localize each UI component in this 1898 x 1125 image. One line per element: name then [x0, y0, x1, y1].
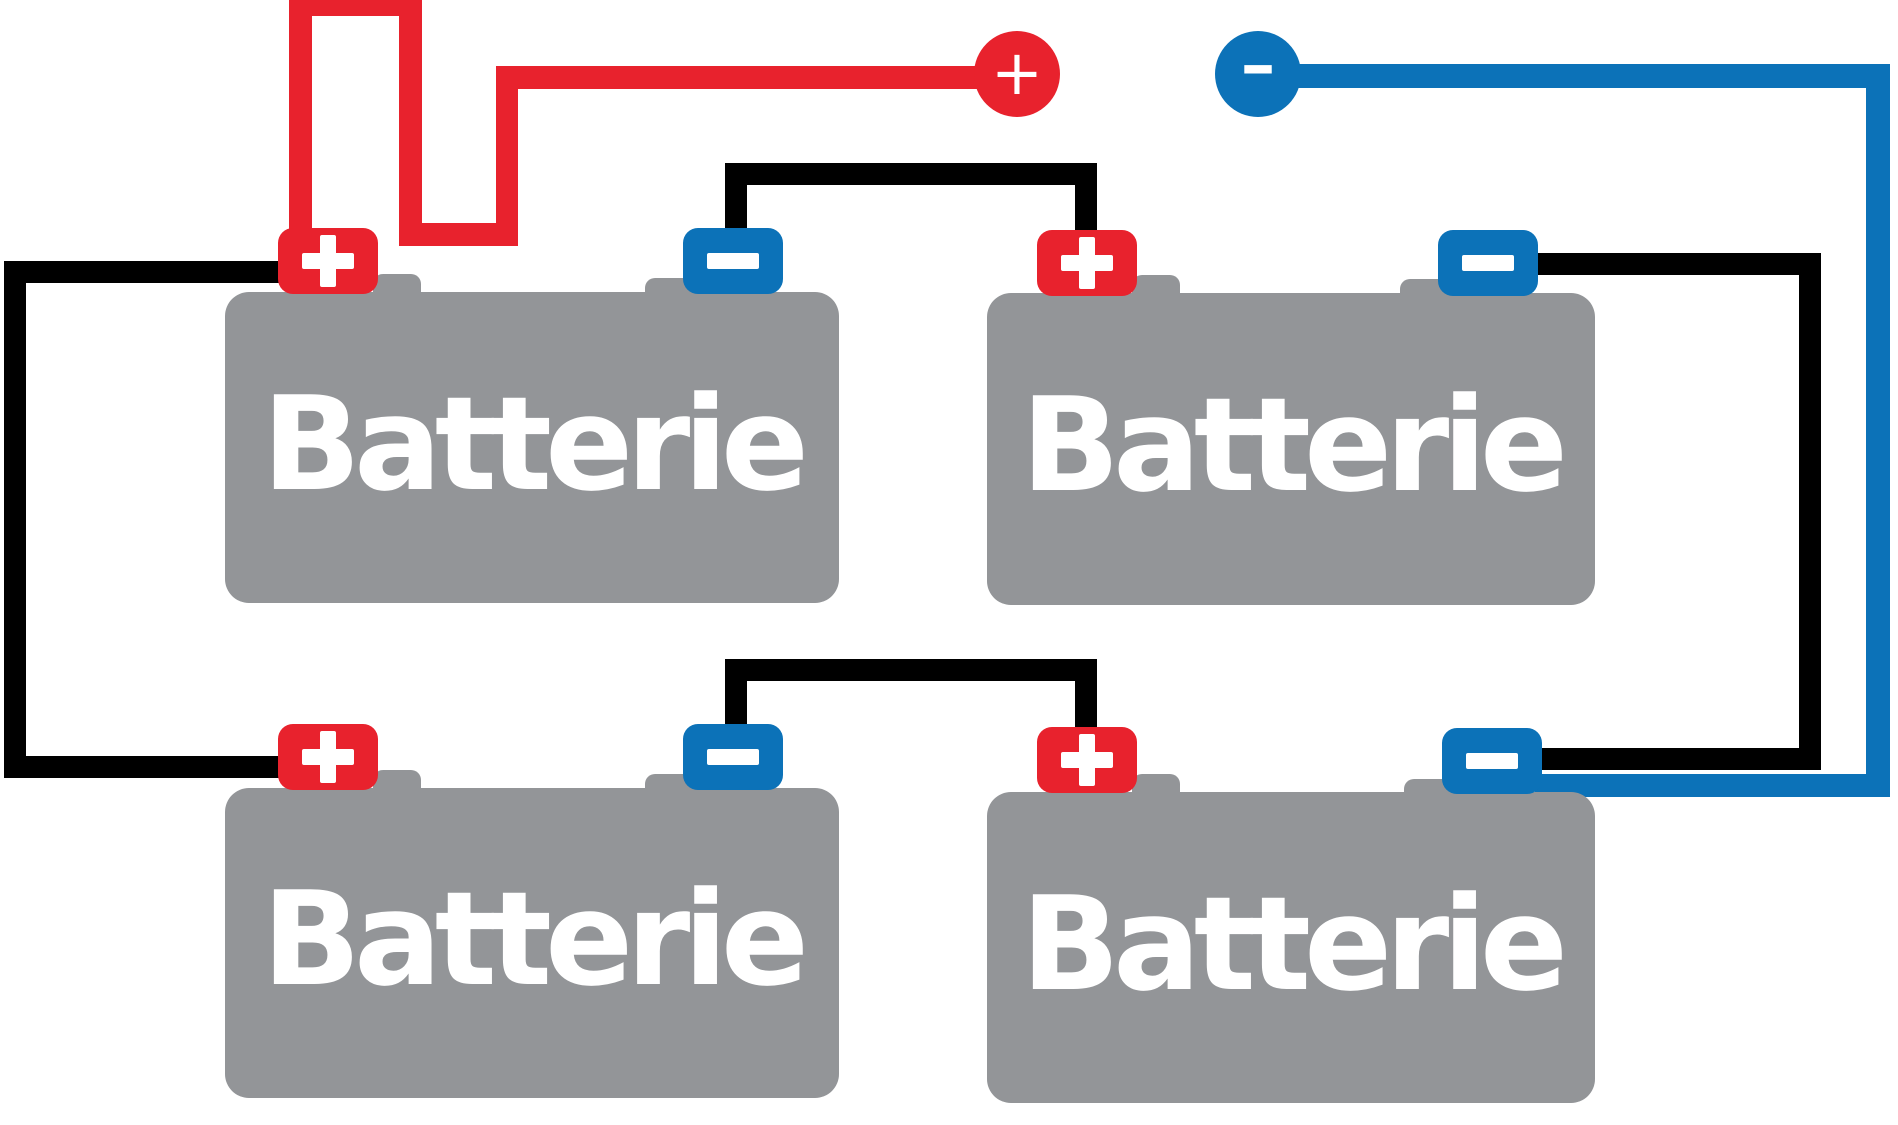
positive-terminal-top-right: [1037, 230, 1137, 296]
battery-bottom-right: Batterie: [987, 792, 1595, 1103]
parallel-wire-right-segment: [1799, 253, 1821, 770]
battery-top-left: Batterie: [225, 292, 839, 603]
series-bridge-bottom-segment: [725, 659, 1097, 681]
positive-lead-wire-segment: [289, 0, 312, 240]
parallel-wire-right-segment: [1530, 253, 1821, 275]
positive-lead-wire-segment: [496, 66, 518, 246]
positive-terminal-bottom-right: [1037, 727, 1137, 793]
parallel-wire-left-segment: [4, 261, 26, 778]
negative-output-circle: -: [1215, 1, 1301, 123]
series-bridge-top-segment: [725, 163, 1097, 185]
negative-terminal-top-left: [683, 228, 783, 294]
positive-output-circle: +: [974, 31, 1060, 117]
positive-lead-wire-segment: [496, 66, 1018, 89]
battery-label: Batterie: [261, 367, 809, 520]
negative-terminal-bottom-left: [683, 724, 783, 790]
parallel-wire-right-segment: [1535, 748, 1821, 770]
positive-lead-wire-segment: [399, 0, 422, 246]
battery-label: Batterie: [1020, 867, 1568, 1020]
parallel-wire-left-segment: [4, 756, 282, 778]
battery-label: Batterie: [261, 863, 809, 1015]
battery-top-right: Batterie: [987, 293, 1595, 605]
battery-bottom-left: Batterie: [225, 788, 839, 1098]
series-bridge-top-segment: [1075, 163, 1097, 239]
positive-lead-wire-segment: [289, 0, 422, 16]
negative-terminal-bottom-right: [1442, 728, 1542, 794]
negative-lead-wire-segment: [1535, 774, 1890, 797]
plus-circle-icon: +: [991, 35, 1043, 109]
battery-label: Batterie: [1020, 369, 1568, 521]
positive-terminal-top-left: [278, 228, 378, 294]
negative-terminal-top-right: [1438, 230, 1538, 296]
parallel-wire-left-segment: [4, 261, 282, 283]
negative-lead-wire-segment: [1258, 64, 1890, 88]
positive-terminal-bottom-left: [278, 724, 378, 790]
positive-lead-wire-segment: [399, 223, 518, 246]
series-bridge-bottom-segment: [1075, 659, 1097, 735]
minus-circle-icon: -: [1239, 1, 1277, 123]
negative-lead-wire-segment: [1866, 64, 1890, 797]
